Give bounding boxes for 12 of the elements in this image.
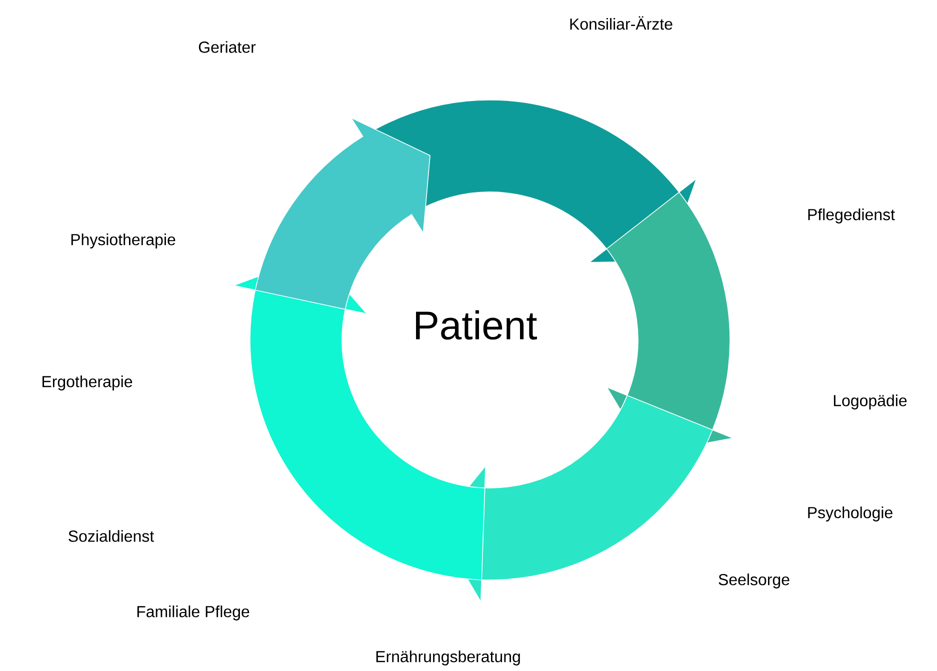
role-label: Physiotherapie — [71, 234, 176, 248]
role-label: Seelsorge — [718, 574, 790, 588]
center-label: Patient — [416, 310, 537, 340]
role-label: Logopädie — [834, 394, 907, 410]
role-label: Ernährungsberatung — [376, 650, 520, 666]
role-label: Psychologie — [808, 506, 892, 522]
role-label: Konsiliar-Ärzte — [570, 16, 672, 30]
role-label: Ergotherapie — [42, 376, 132, 390]
role-label: Geriater — [198, 41, 256, 53]
role-label: Familiale Pflege — [137, 606, 250, 620]
role-label: Sozialdienst — [68, 530, 154, 542]
role-label: Pflegedienst — [808, 208, 895, 224]
